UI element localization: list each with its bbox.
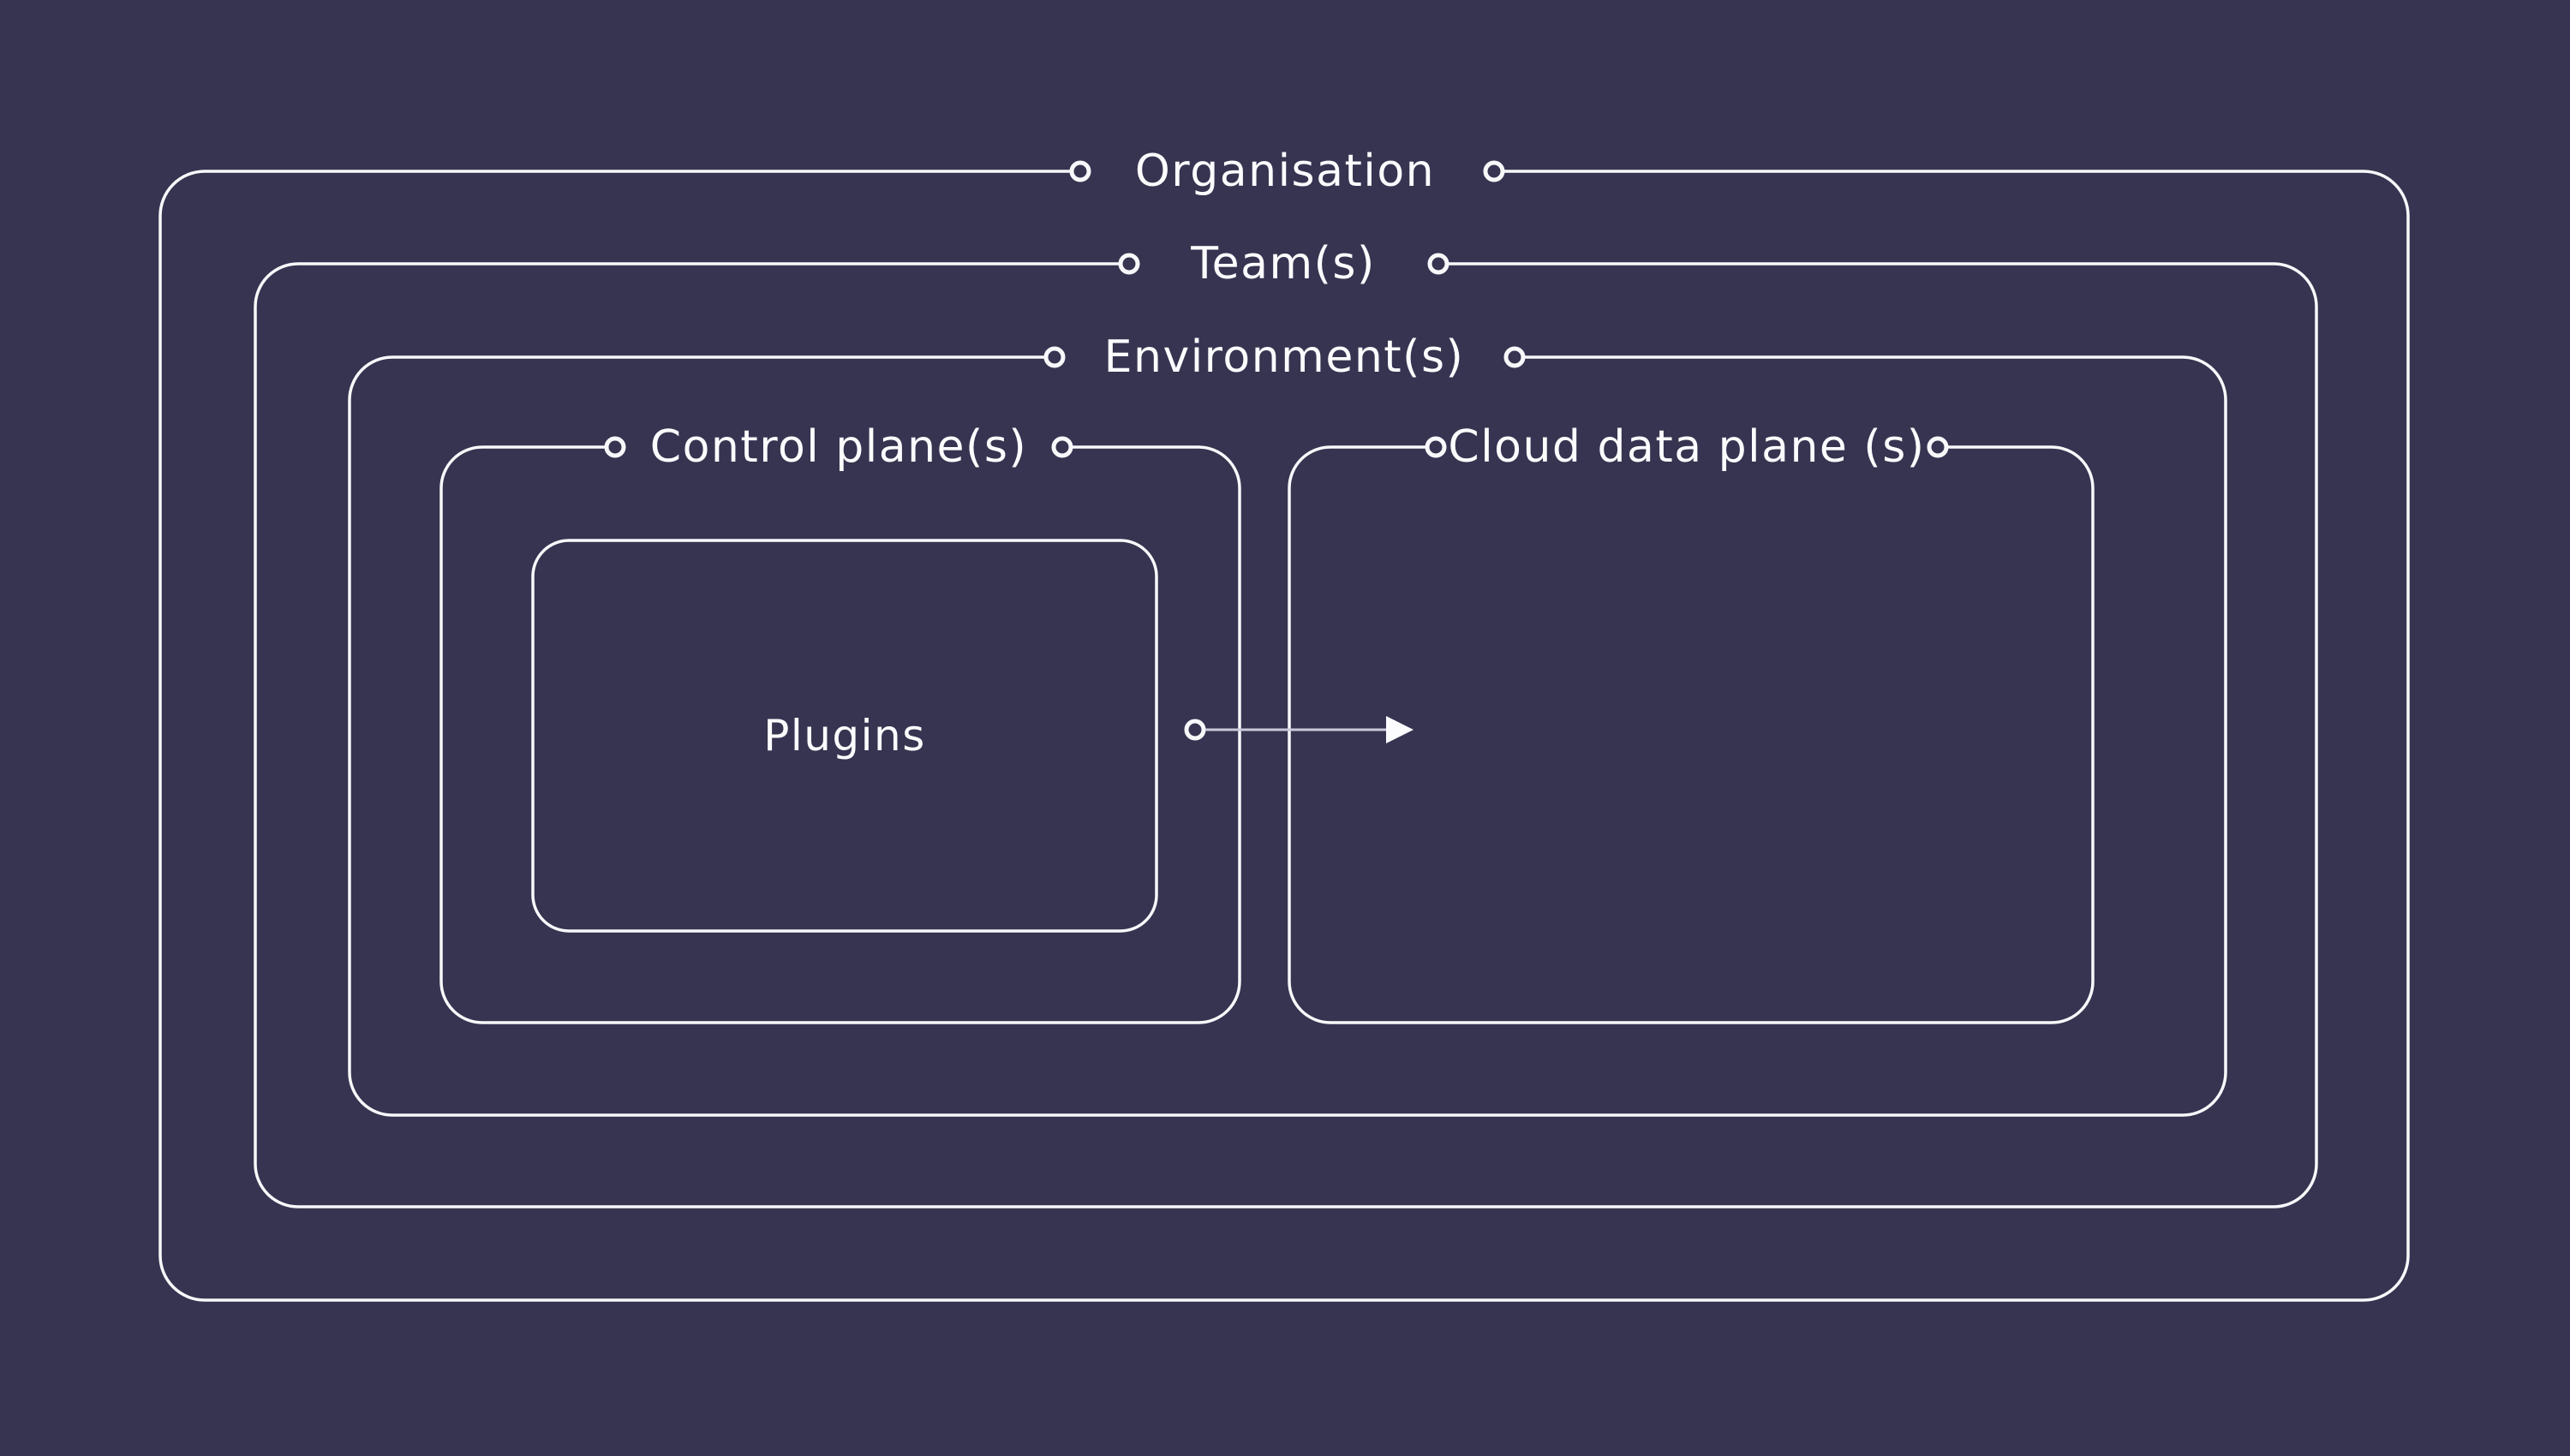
organisation-left-connector-icon xyxy=(1069,160,1091,182)
environments-left-connector-icon xyxy=(1043,346,1066,368)
teams-left-connector-icon xyxy=(1118,253,1140,275)
teams-right-connector-icon xyxy=(1427,253,1449,275)
environments-boundary: Environment(s) xyxy=(348,331,2227,1117)
cloud-data-plane-right-connector-icon xyxy=(1927,436,1949,458)
teams-label: Team(s) xyxy=(1190,238,1376,289)
organisation-label: Organisation xyxy=(1135,146,1435,197)
control-plane-border xyxy=(439,445,1241,1024)
teams-boundary: Team(s) xyxy=(254,238,2318,1208)
teams-border xyxy=(254,262,2318,1208)
cloud-data-plane-border xyxy=(1288,445,2095,1024)
organisation-border xyxy=(158,170,2410,1302)
control-plane-right-connector-icon xyxy=(1051,436,1073,458)
cloud-data-plane-boundary: Cloud data plane (s) xyxy=(1288,421,2095,1024)
control-plane-boundary: Control plane(s) xyxy=(439,421,1241,1024)
cloud-data-plane-left-connector-icon xyxy=(1425,436,1447,458)
environments-border xyxy=(348,355,2227,1117)
environments-right-connector-icon xyxy=(1503,346,1526,368)
arrow-start-connector-icon xyxy=(1184,719,1206,741)
plugins-to-cloud-arrow xyxy=(1184,716,1414,743)
plugins-border xyxy=(531,539,1158,933)
organisation-boundary: Organisation xyxy=(158,146,2410,1302)
cloud-data-plane-label: Cloud data plane (s) xyxy=(1448,421,1925,473)
organisation-right-connector-icon xyxy=(1483,160,1505,182)
control-plane-label: Control plane(s) xyxy=(650,421,1027,473)
control-plane-left-connector-icon xyxy=(604,436,626,458)
plugins-label: Plugins xyxy=(763,711,926,761)
environments-label: Environment(s) xyxy=(1104,331,1465,383)
plugins-box: Plugins xyxy=(531,539,1158,933)
arrowhead-icon xyxy=(1386,716,1414,743)
